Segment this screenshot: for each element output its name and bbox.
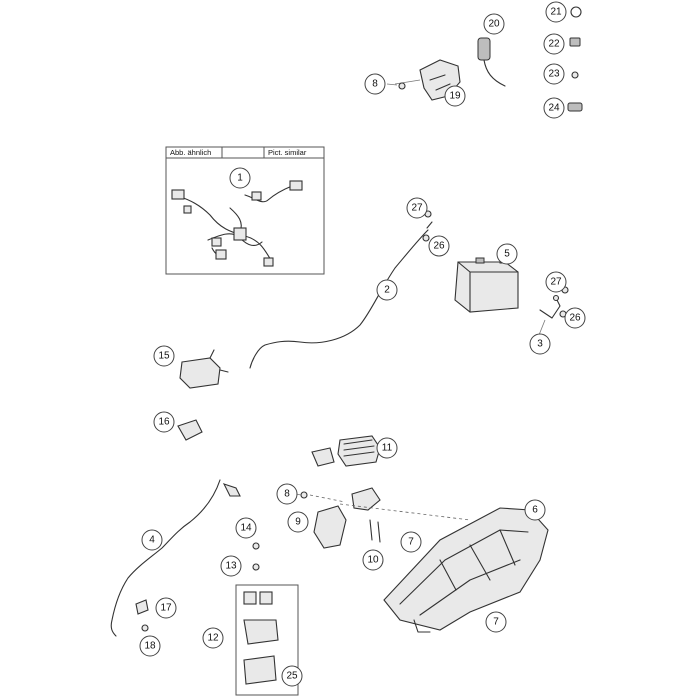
- callout-26-a: 26: [428, 235, 450, 257]
- callout-8-top: 8: [364, 73, 386, 95]
- callout-15: 15: [153, 345, 175, 367]
- callout-13: 13: [220, 555, 242, 577]
- callout-16: 16: [153, 411, 175, 433]
- svg-text:21: 21: [550, 7, 562, 18]
- battery-box-drawing: [309, 494, 549, 633]
- inset-pict-similar: Abb. ähnlich Pict. similar: [165, 146, 325, 275]
- callout-27-b: 27: [545, 271, 567, 293]
- callout-9: 9: [287, 511, 309, 533]
- callout-14: 14: [235, 517, 257, 539]
- svg-text:25: 25: [286, 671, 298, 682]
- callout-7-a: 7: [400, 531, 422, 553]
- cable-4-drawing: [110, 479, 241, 637]
- callout-17: 17: [155, 597, 177, 619]
- svg-text:15: 15: [158, 351, 170, 362]
- callout-2: 2: [376, 279, 398, 301]
- svg-text:18: 18: [144, 641, 156, 652]
- small-parts-13-14: [252, 542, 260, 571]
- svg-text:4: 4: [149, 535, 155, 546]
- svg-text:16: 16: [158, 417, 170, 428]
- callout-4: 4: [141, 529, 163, 551]
- callout-26-b: 26: [564, 307, 586, 329]
- callout-22: 22: [543, 33, 565, 55]
- svg-text:7: 7: [493, 617, 499, 628]
- svg-text:9: 9: [295, 517, 301, 528]
- svg-text:23: 23: [548, 69, 560, 80]
- battery-drawing: [454, 257, 519, 313]
- holder-16-drawing: [177, 419, 203, 441]
- callout-20: 20: [483, 13, 505, 35]
- screw-8-lower: [300, 491, 308, 499]
- svg-text:2: 2: [384, 285, 390, 296]
- callout-23: 23: [543, 63, 565, 85]
- callout-5: 5: [496, 243, 518, 265]
- cable-3-drawing: [539, 294, 561, 319]
- svg-text:11: 11: [382, 443, 393, 454]
- wiring-harness-drawing: [171, 180, 303, 267]
- svg-text:24: 24: [548, 103, 560, 114]
- callout-25: 25: [281, 665, 303, 687]
- svg-text:27: 27: [411, 203, 423, 214]
- svg-text:22: 22: [548, 39, 560, 50]
- bracket-9-drawing: [313, 487, 381, 549]
- inset-label-right: Pict. similar: [268, 148, 307, 157]
- svg-text:3: 3: [537, 339, 543, 350]
- callouts: 21 20 22 8 23 19 24 1 27 26 5 2 27 26 3 …: [139, 1, 586, 687]
- svg-text:14: 14: [240, 523, 252, 534]
- svg-text:5: 5: [504, 249, 510, 260]
- svg-text:26: 26: [433, 241, 445, 252]
- small-parts-column: [567, 6, 583, 112]
- small-parts-17-18: [135, 599, 149, 632]
- svg-text:10: 10: [367, 555, 379, 566]
- regulator-drawing: [311, 435, 381, 467]
- svg-text:7: 7: [408, 537, 414, 548]
- svg-text:20: 20: [488, 19, 500, 30]
- svg-text:19: 19: [449, 91, 461, 102]
- svg-text:1: 1: [237, 173, 243, 184]
- callout-3: 3: [529, 333, 551, 355]
- callout-27-a: 27: [406, 197, 428, 219]
- svg-text:8: 8: [284, 489, 290, 500]
- callout-18: 18: [139, 635, 161, 657]
- svg-text:27: 27: [550, 277, 562, 288]
- callout-19: 19: [444, 85, 466, 107]
- fuse-box-group: [235, 584, 299, 696]
- callout-24: 24: [543, 97, 565, 119]
- svg-text:6: 6: [532, 505, 538, 516]
- svg-text:17: 17: [160, 603, 172, 614]
- svg-text:26: 26: [569, 313, 581, 324]
- callout-8-lower: 8: [276, 483, 298, 505]
- starter-relay-drawing: [179, 349, 229, 389]
- callout-1: 1: [229, 167, 251, 189]
- svg-text:8: 8: [372, 79, 378, 90]
- callout-10: 10: [362, 549, 384, 571]
- callout-6: 6: [524, 499, 546, 521]
- callout-12: 12: [202, 627, 224, 649]
- svg-text:12: 12: [207, 633, 219, 644]
- callout-11: 11: [376, 437, 398, 459]
- callout-21: 21: [545, 1, 567, 23]
- callout-7-b: 7: [485, 611, 507, 633]
- inset-label-left: Abb. ähnlich: [170, 148, 211, 157]
- battery-cable-drawing: [249, 221, 433, 369]
- svg-text:13: 13: [225, 561, 237, 572]
